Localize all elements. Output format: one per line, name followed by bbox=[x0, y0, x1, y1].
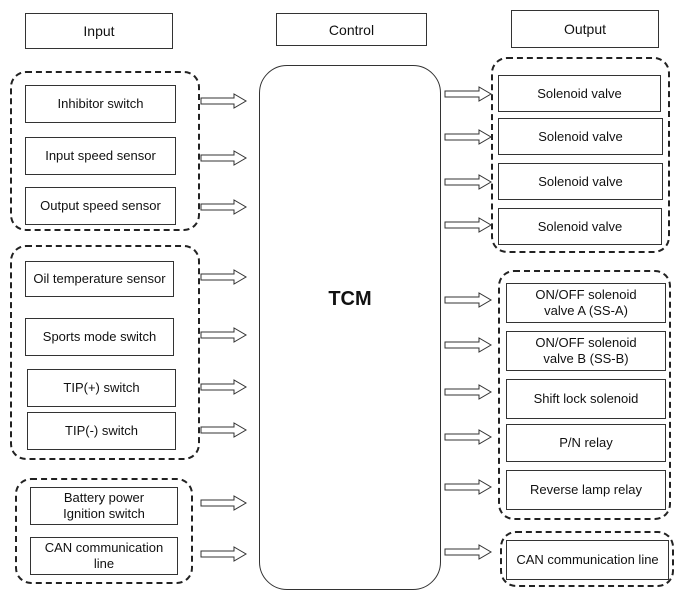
output-arrow-7 bbox=[444, 384, 492, 400]
output-pn-relay: P/N relay bbox=[506, 424, 666, 462]
output-arrow-5 bbox=[444, 292, 492, 308]
input-group-switches bbox=[10, 245, 200, 460]
input-battery-ignition: Battery power Ignition switch bbox=[30, 487, 178, 525]
input-arrow-7 bbox=[200, 422, 247, 438]
input-arrow-2 bbox=[200, 150, 247, 166]
output-on-off-solenoid-a: ON/OFF solenoid valve A (SS-A) bbox=[506, 283, 666, 323]
output-header: Output bbox=[511, 10, 659, 48]
output-solenoid-valve-4: Solenoid valve bbox=[498, 208, 662, 245]
input-output-speed-sensor: Output speed sensor bbox=[25, 187, 176, 225]
input-arrow-4 bbox=[200, 269, 247, 285]
output-arrow-9 bbox=[444, 479, 492, 495]
input-tip-minus-switch: TIP(-) switch bbox=[27, 412, 176, 450]
input-arrow-6 bbox=[200, 379, 247, 395]
output-arrow-6 bbox=[444, 337, 492, 353]
input-arrow-5 bbox=[200, 327, 247, 343]
input-sports-mode-switch: Sports mode switch bbox=[25, 318, 174, 356]
control-header: Control bbox=[276, 13, 427, 46]
output-on-off-solenoid-b: ON/OFF solenoid valve B (SS-B) bbox=[506, 331, 666, 371]
input-tip-plus-switch: TIP(+) switch bbox=[27, 369, 176, 407]
output-group-solenoids bbox=[491, 57, 670, 253]
output-arrow-4 bbox=[444, 217, 492, 233]
input-oil-temperature-sensor: Oil temperature sensor bbox=[25, 261, 174, 297]
input-arrow-1 bbox=[200, 93, 247, 109]
input-arrow-8 bbox=[200, 495, 247, 511]
input-inhibitor-switch: Inhibitor switch bbox=[25, 85, 176, 123]
output-arrow-1 bbox=[444, 86, 492, 102]
input-can-communication-line: CAN communication line bbox=[30, 537, 178, 575]
output-solenoid-valve-2: Solenoid valve bbox=[498, 118, 663, 155]
output-arrow-8 bbox=[444, 429, 492, 445]
output-reverse-lamp-relay: Reverse lamp relay bbox=[506, 470, 666, 510]
output-group-relays bbox=[498, 270, 671, 520]
output-group-can bbox=[500, 531, 674, 587]
tcm-label: TCM bbox=[328, 288, 372, 310]
output-solenoid-valve-1: Solenoid valve bbox=[498, 75, 661, 112]
output-can-communication-line: CAN communication line bbox=[506, 540, 669, 580]
input-group-speed bbox=[10, 71, 200, 231]
input-input-speed-sensor: Input speed sensor bbox=[25, 137, 176, 175]
output-arrow-2 bbox=[444, 129, 492, 145]
input-arrow-3 bbox=[200, 199, 247, 215]
output-solenoid-valve-3: Solenoid valve bbox=[498, 163, 663, 200]
input-group-power bbox=[15, 478, 193, 584]
input-header: Input bbox=[25, 13, 173, 49]
output-shift-lock-solenoid: Shift lock solenoid bbox=[506, 379, 666, 419]
input-arrow-9 bbox=[200, 546, 247, 562]
output-arrow-3 bbox=[444, 174, 492, 190]
output-arrow-10 bbox=[444, 544, 492, 560]
tcm-block: TCM bbox=[259, 65, 441, 590]
